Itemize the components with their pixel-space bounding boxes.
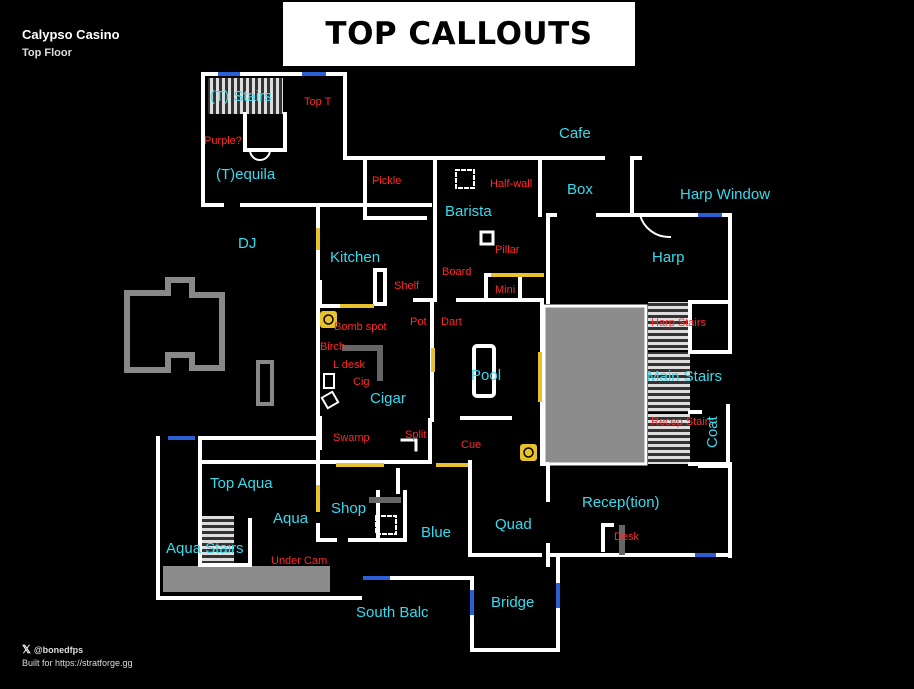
callout-board: Board xyxy=(442,266,471,278)
bomb-site-icon xyxy=(320,311,337,328)
callout-bridge: Bridge xyxy=(491,594,534,611)
callout-desk: Desk xyxy=(614,531,640,543)
callout-aqua: Aqua xyxy=(273,510,309,527)
callout-swamp: Swamp xyxy=(333,432,370,444)
x-logo-icon: 𝕏 xyxy=(22,644,31,656)
callout-dj: DJ xyxy=(238,235,256,252)
callout-pot: Pot xyxy=(410,316,427,328)
callout-dart: Dart xyxy=(441,316,462,328)
callout-harp-window: Harp Window xyxy=(680,186,770,203)
callout-purple: Purple? xyxy=(204,135,242,147)
callout-split: Split xyxy=(405,429,426,441)
callout-south-balc: South Balc xyxy=(356,604,429,621)
windows-blue xyxy=(168,72,722,615)
callout-cue: Cue xyxy=(461,439,481,451)
callout-pillar: Pillar xyxy=(495,244,520,256)
page-title: TOP CALLOUTS xyxy=(325,16,593,52)
floor-name: Top Floor xyxy=(22,47,72,59)
callout-cig: Cig xyxy=(353,376,370,388)
callout-cigar: Cigar xyxy=(370,390,406,407)
callout-harp-stairs: Harp Stairs xyxy=(651,317,707,329)
callout-main-stairs: Main Stairs xyxy=(647,368,722,385)
stairs-layer xyxy=(163,78,690,592)
callout-l-desk: L desk xyxy=(333,359,366,371)
aqua-stairs-steps xyxy=(202,516,234,564)
recep-stairs-steps xyxy=(648,414,690,464)
callout-recep-stairs: Recep Stairs xyxy=(651,416,714,428)
callout-pickle: Pickle xyxy=(372,175,401,187)
callout-t-stairs: (T) Stairs xyxy=(210,88,272,105)
callout-birch: Birch xyxy=(320,341,345,353)
title-banner: TOP CALLOUTS xyxy=(283,2,635,66)
callout-box: Box xyxy=(567,181,593,198)
callout-shop: Shop xyxy=(331,500,366,517)
aqua-landing xyxy=(163,566,330,592)
built-for-credit: Built for https://stratforge.gg xyxy=(22,658,133,668)
callout-shelf: Shelf xyxy=(394,280,420,292)
callout-kitchen: Kitchen xyxy=(330,249,380,266)
callout-blue: Blue xyxy=(421,524,451,541)
callout-top-aqua: Top Aqua xyxy=(210,475,273,492)
callout-reception: Recep(tion) xyxy=(582,494,660,511)
callout-tequila: (T)equila xyxy=(216,166,276,183)
callout-top-t: Top T xyxy=(304,96,332,108)
callout-cafe: Cafe xyxy=(559,125,591,142)
pool-stairs-block xyxy=(542,304,648,466)
author-credit: 𝕏@bonedfps xyxy=(22,643,83,656)
bomb-site-icon xyxy=(520,444,537,461)
callout-bomb-spot: Bomb spot xyxy=(334,321,387,333)
callout-aqua-stairs: Aqua Stairs xyxy=(166,540,244,557)
callout-under-cam: Under Cam xyxy=(271,555,327,567)
callout-mini: Mini xyxy=(495,284,515,296)
callout-labels: (T) Stairs Top T Purple? Cafe (T)equila … xyxy=(166,88,770,621)
callout-barista: Barista xyxy=(445,203,492,220)
harp-stairs-steps xyxy=(648,302,690,350)
author-handle: @bonedfps xyxy=(33,645,84,655)
callout-coat: Coat xyxy=(704,415,721,448)
callout-half-wall: Half-wall xyxy=(490,178,532,190)
callout-pool: Pool xyxy=(471,367,501,384)
map-name: Calypso Casino xyxy=(22,27,120,42)
callout-top-aqua-text: Top Aqua xyxy=(210,475,273,492)
callout-harp: Harp xyxy=(652,249,685,266)
callout-quad: Quad xyxy=(495,516,532,533)
t-stairs-steps xyxy=(208,78,283,114)
main-stairs-steps xyxy=(648,352,690,412)
doors-yellow xyxy=(316,228,544,512)
